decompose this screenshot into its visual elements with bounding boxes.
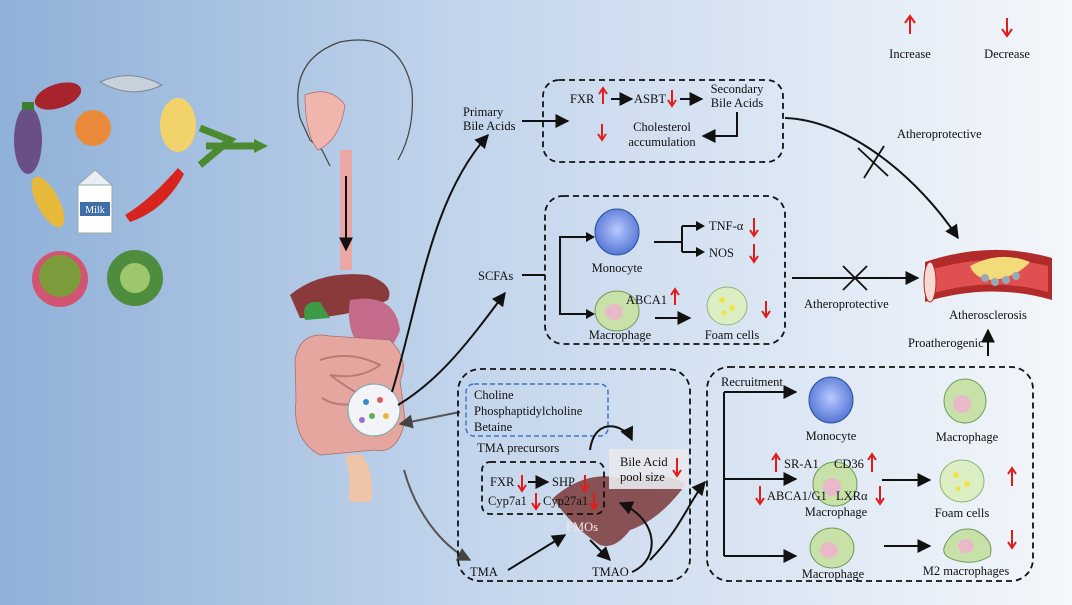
gut-microbiota-icon [347,383,401,437]
primary-label: Primary [463,105,504,119]
arrow-to-primary-bile-acids [391,133,489,393]
pool-size-label: pool size [620,470,665,484]
scfa-foam-cells-label: Foam cells [705,328,760,342]
bile-fxr: FXR [570,92,595,106]
pear-icon [160,98,196,152]
shp-label: SHP [552,475,575,489]
blocked-cross-1 [857,145,889,179]
abca1-g1-label: ABCA1/G1 [767,489,827,503]
abca1-label: ABCA1 [626,293,667,307]
scfa-monocyte-label: Monocyte [592,261,643,275]
blocked-cross-2 [842,265,868,291]
arrow-bile-to-artery [784,117,959,240]
recruit-foam-cell-icon [939,459,985,503]
secondary-label: Secondary [711,82,765,96]
recruitment-box [706,366,1034,582]
mid-macrophage-label: Macrophage [805,505,868,519]
proatherogenic-label: Proatherogenic [908,336,984,350]
atherosclerotic-artery-icon [923,249,1052,303]
lxra-label: LXRα [836,489,868,503]
bile-asbt: ASBT [634,92,666,106]
fmos-label: FMOs [566,520,598,534]
ingestion-arrow [197,124,260,168]
legend-decrease: Decrease [984,47,1030,61]
arrow-precursors-to-gut [398,411,461,429]
arrow-to-scfas [397,291,506,406]
chili-pepper-icon [125,168,184,222]
phosphatidylcholine-label: Phosphaptidylcholine [474,404,583,418]
scfa-pathway-box [544,195,786,345]
monocyte-cell-icon [594,208,640,256]
choline-label: Choline [474,388,514,402]
tnf-alpha-label: TNF-α [709,219,744,233]
atherosclerosis-label: Atherosclerosis [949,308,1027,322]
eggplant-icon [14,106,42,174]
atheroprotective-label-2: Atheroprotective [804,297,889,311]
tma-fxr-label: FXR [490,475,515,489]
bottom-macrophage-label: Macrophage [802,567,865,581]
cyp7a1-label: Cyp7a1 [488,494,527,508]
recruit-macrophage-top-label: Macrophage [936,430,999,444]
peach-icon [75,110,111,146]
arrow-gut-to-tma [403,469,472,561]
scfa-foam-cell-icon [706,286,748,326]
cd36-label: CD36 [834,457,864,471]
arrow-tmao-to-recruitment [649,480,706,561]
bile-acid-pathway-box [542,79,784,163]
sweet-potato-icon [34,82,82,110]
recruit-monocyte-icon [808,376,854,424]
corn-icon [31,176,65,228]
recruit-foam-cells-label: Foam cells [935,506,990,520]
secondary-bile-acids-label: Bile Acids [711,96,764,110]
nos-label: NOS [709,246,734,260]
legend: Increase Decrease [889,14,1030,61]
atheroprotective-label-1: Atheroprotective [897,127,982,141]
milk-label: Milk [85,205,104,216]
tma-precursors-box [465,383,609,437]
tma-pathway-box [457,368,691,582]
tma-precursors-label: TMA precursors [477,441,559,455]
fish-icon [98,75,164,93]
tma-label: TMA [470,565,498,579]
accumulation-label: accumulation [628,135,696,149]
scfa-macrophage-label: Macrophage [589,328,652,342]
betaine-label: Betaine [474,420,513,434]
scfas-label: SCFAs [478,269,513,283]
cholesterol-label: Cholesterol [633,120,691,134]
human-head-outline [297,39,414,167]
legend-increase: Increase [889,47,931,61]
bile-acids-label: Bile Acids [463,119,516,133]
cyp27a1-label: Cyp27a1 [543,494,588,508]
diet-foods: Milk [14,75,196,307]
fxr-regulation-box [481,461,605,515]
tmao-label: TMAO [592,565,629,579]
sr-a1-label: SR-A1 [784,457,819,471]
bile-acid-pool-label: Bile Acid [620,455,668,469]
m2-macrophages-label: M2 macrophages [923,564,1010,578]
recruit-monocyte-label: Monocyte [806,429,857,443]
recruitment-label: Recruitment [721,375,783,389]
scfa-branch-lines [559,236,592,315]
